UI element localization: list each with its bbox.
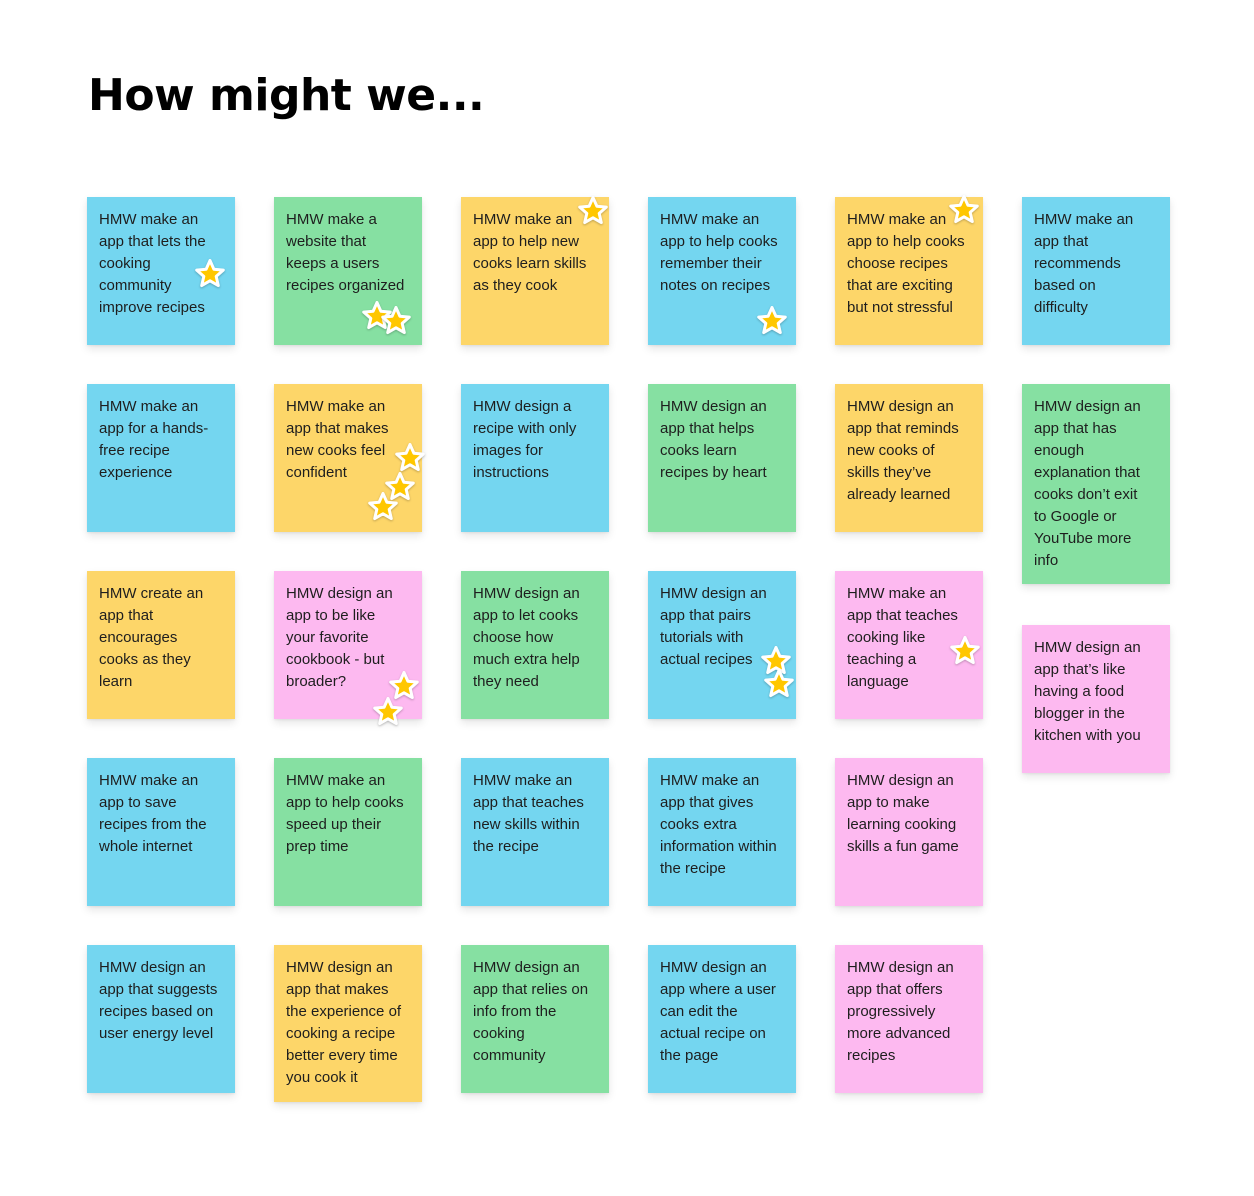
vote-star-icon[interactable] bbox=[948, 194, 980, 226]
sticky-note-text: HMW design a recipe with only images for… bbox=[473, 398, 577, 481]
sticky-note-text: HMW design an app where a user can edit … bbox=[660, 959, 776, 1064]
sticky-note-green[interactable]: HMW design an app that relies on info fr… bbox=[461, 945, 609, 1093]
vote-star-icon[interactable] bbox=[394, 442, 426, 474]
sticky-note-text: HMW make an app that recommends based on… bbox=[1034, 211, 1134, 316]
sticky-note-text: HMW design an app that offers progressiv… bbox=[847, 959, 954, 1064]
sticky-note-yellow[interactable]: HMW design an app that makes the experie… bbox=[274, 945, 422, 1102]
sticky-note-blue[interactable]: HMW make an app to save recipes from the… bbox=[87, 758, 235, 906]
sticky-note-pink[interactable]: HMW design an app to be like your favori… bbox=[274, 571, 422, 719]
sticky-note-blue[interactable]: HMW make an app that recommends based on… bbox=[1022, 197, 1170, 345]
sticky-note-text: HMW design an app that relies on info fr… bbox=[473, 959, 589, 1064]
vote-star-icon[interactable] bbox=[367, 491, 399, 523]
sticky-note-blue[interactable]: HMW make an app for a hands- free recipe… bbox=[87, 384, 235, 532]
vote-star-icon[interactable] bbox=[384, 471, 416, 503]
sticky-note-pink[interactable]: HMW design an app that offers progressiv… bbox=[835, 945, 983, 1093]
sticky-note-text: HMW make an app for a hands- free recipe… bbox=[99, 398, 209, 481]
vote-star-icon[interactable] bbox=[763, 668, 795, 700]
sticky-note-text: HMW make an app that makes new cooks fee… bbox=[286, 398, 389, 481]
vote-star-icon[interactable] bbox=[760, 645, 792, 677]
vote-star-icon[interactable] bbox=[361, 300, 393, 332]
vote-star-icon[interactable] bbox=[194, 258, 226, 290]
sticky-note-text: HMW design an app that pairs tutorials w… bbox=[660, 585, 767, 668]
sticky-note-blue[interactable]: HMW make an app that gives cooks extra i… bbox=[648, 758, 796, 906]
sticky-note-blue[interactable]: HMW design an app that suggests recipes … bbox=[87, 945, 235, 1093]
vote-star-icon[interactable] bbox=[388, 670, 420, 702]
sticky-note-text: HMW make a website that keeps a users re… bbox=[286, 211, 405, 294]
sticky-note-text: HMW design an app to be like your favori… bbox=[286, 585, 393, 690]
sticky-note-text: HMW make an app that gives cooks extra i… bbox=[660, 772, 777, 877]
sticky-note-text: HMW design an app that makes the experie… bbox=[286, 959, 402, 1086]
sticky-note-pink[interactable]: HMW design an app that’s like having a f… bbox=[1022, 625, 1170, 773]
vote-star-icon[interactable] bbox=[372, 696, 404, 728]
vote-star-icon[interactable] bbox=[949, 635, 981, 667]
sticky-note-text: HMW make an app that teaches cooking lik… bbox=[847, 585, 958, 690]
vote-star-icon[interactable] bbox=[756, 305, 788, 337]
sticky-note-text: HMW make an app to help new cooks learn … bbox=[473, 211, 587, 294]
sticky-note-text: HMW create an app that encourages cooks … bbox=[99, 585, 204, 690]
sticky-note-text: HMW make an app to help cooks remember t… bbox=[660, 211, 778, 294]
sticky-note-yellow[interactable]: HMW make an app that makes new cooks fee… bbox=[274, 384, 422, 532]
sticky-note-text: HMW design an app that’s like having a f… bbox=[1034, 639, 1141, 744]
sticky-note-text: HMW design an app that helps cooks learn… bbox=[660, 398, 767, 481]
vote-star-icon[interactable] bbox=[577, 195, 609, 227]
sticky-note-blue[interactable]: HMW design an app that pairs tutorials w… bbox=[648, 571, 796, 719]
sticky-note-text: HMW make an app that lets the cooking co… bbox=[99, 211, 206, 316]
sticky-note-text: HMW design an app that has enough explan… bbox=[1034, 398, 1141, 569]
sticky-note-text: HMW design an app that suggests recipes … bbox=[99, 959, 218, 1042]
sticky-note-text: HMW make an app that teaches new skills … bbox=[473, 772, 584, 855]
sticky-note-yellow[interactable]: HMW create an app that encourages cooks … bbox=[87, 571, 235, 719]
sticky-note-green[interactable]: HMW design an app to let cooks choose ho… bbox=[461, 571, 609, 719]
sticky-note-blue[interactable]: HMW design a recipe with only images for… bbox=[461, 384, 609, 532]
sticky-note-text: HMW design an app to make learning cooki… bbox=[847, 772, 959, 855]
sticky-note-text: HMW design an app that reminds new cooks… bbox=[847, 398, 959, 503]
sticky-note-text: HMW make an app to help cooks choose rec… bbox=[847, 211, 965, 316]
page-title: How might we... bbox=[88, 70, 485, 121]
sticky-note-blue[interactable]: HMW make an app that teaches new skills … bbox=[461, 758, 609, 906]
sticky-note-pink[interactable]: HMW design an app to make learning cooki… bbox=[835, 758, 983, 906]
sticky-note-text: HMW make an app to help cooks speed up t… bbox=[286, 772, 404, 855]
sticky-note-green[interactable]: HMW make an app to help cooks speed up t… bbox=[274, 758, 422, 906]
sticky-note-blue[interactable]: HMW design an app where a user can edit … bbox=[648, 945, 796, 1093]
sticky-note-text: HMW make an app to save recipes from the… bbox=[99, 772, 207, 855]
sticky-note-text: HMW design an app to let cooks choose ho… bbox=[473, 585, 580, 690]
sticky-note-green[interactable]: HMW design an app that has enough explan… bbox=[1022, 384, 1170, 584]
vote-star-icon[interactable] bbox=[380, 305, 412, 337]
sticky-note-green[interactable]: HMW design an app that helps cooks learn… bbox=[648, 384, 796, 532]
sticky-note-yellow[interactable]: HMW design an app that reminds new cooks… bbox=[835, 384, 983, 532]
